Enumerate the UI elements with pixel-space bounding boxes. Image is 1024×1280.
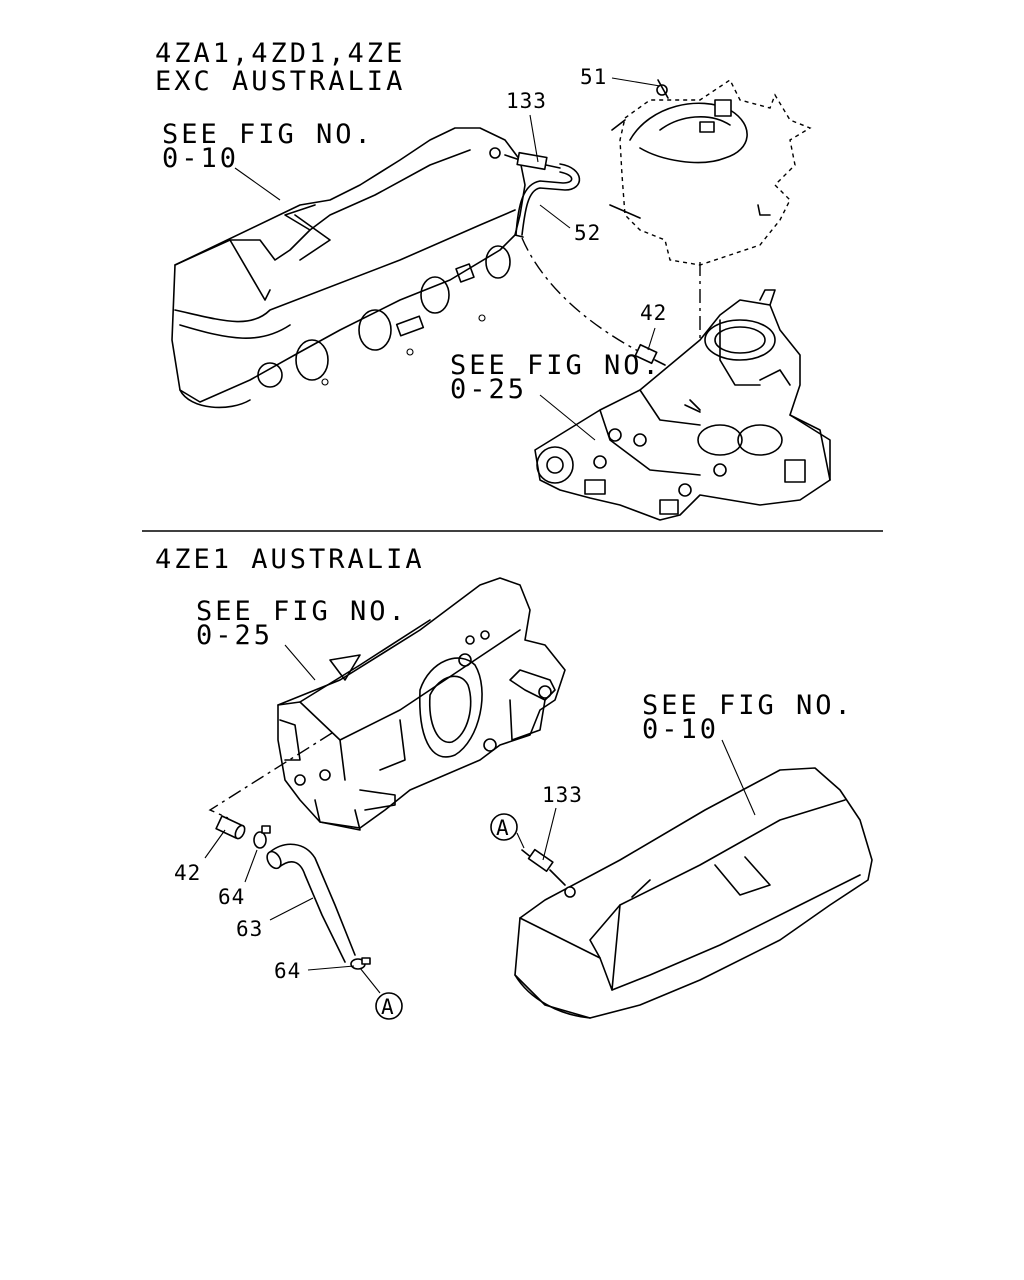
- pcv-valve-top: [504, 151, 581, 238]
- leader-ref-0-25-bottom: [284, 644, 316, 681]
- leader-dashed-bottom: [208, 732, 333, 819]
- intake-manifold-bottom: [277, 577, 566, 831]
- clamp-64-upper: [253, 825, 271, 849]
- connector-letter: A: [381, 995, 395, 1019]
- part-callout-64: 64: [218, 885, 245, 909]
- bottom-section: [204, 577, 873, 1020]
- part-callout-42: 42: [640, 301, 667, 325]
- leader-64-upper: [244, 849, 258, 883]
- leader-51: [611, 77, 661, 87]
- pcv-valve-bottom: [521, 848, 566, 886]
- leader-ref-0-10-top: [234, 167, 281, 201]
- leader-42-bottom: [204, 829, 226, 859]
- top-section: [171, 77, 831, 521]
- part-callout-52: 52: [574, 221, 601, 245]
- figure-reference-number: 0-10: [642, 714, 719, 745]
- intake-manifold-top: [534, 289, 831, 521]
- figure-reference-title: SEE FIG NO.: [642, 690, 854, 721]
- leader-42-top: [647, 327, 656, 351]
- connector-mark-a-lower: [359, 967, 403, 1020]
- fitting-42-bottom: [215, 815, 246, 840]
- figure-reference-title: SEE FIG NO.: [162, 119, 374, 150]
- leader-63: [269, 897, 314, 921]
- section-header-line-1: 4ZA1,4ZD1,4ZE: [155, 38, 405, 69]
- part-callout-51: 51: [580, 65, 607, 89]
- leader-133-bottom: [542, 807, 557, 861]
- carburetor-top: [609, 78, 812, 266]
- part-callout-63: 63: [236, 917, 263, 941]
- figure-reference-title: SEE FIG NO.: [450, 350, 662, 381]
- leader-64-lower: [307, 965, 355, 971]
- connector-letter: A: [496, 816, 510, 840]
- figure-reference-title: SEE FIG NO.: [196, 596, 408, 627]
- leader-52: [539, 204, 571, 229]
- figure-reference-number: 0-25: [196, 620, 273, 651]
- valve-cover-top: [171, 127, 526, 409]
- leader-dashed-52-42: [521, 237, 641, 353]
- section-header-line-2: EXC AUSTRALIA: [155, 66, 405, 97]
- leader-ref-0-25-top: [539, 394, 596, 441]
- figure-reference-number: 0-10: [162, 143, 239, 174]
- section-header-line-1: 4ZE1 AUSTRALIA: [155, 544, 425, 575]
- part-callout-64: 64: [274, 959, 301, 983]
- part-callout-133: 133: [542, 783, 583, 807]
- leader-ref-0-10-bottom: [721, 739, 756, 816]
- leader-133-top: [529, 114, 539, 163]
- clamp-64-lower: [350, 957, 371, 970]
- part-callout-42: 42: [174, 861, 201, 885]
- figure-reference-number: 0-25: [450, 374, 527, 405]
- connector-mark-a-upper: [490, 813, 525, 849]
- hose-63: [266, 843, 356, 963]
- part-callout-133: 133: [506, 89, 547, 113]
- valve-cover-bottom: [514, 767, 873, 1019]
